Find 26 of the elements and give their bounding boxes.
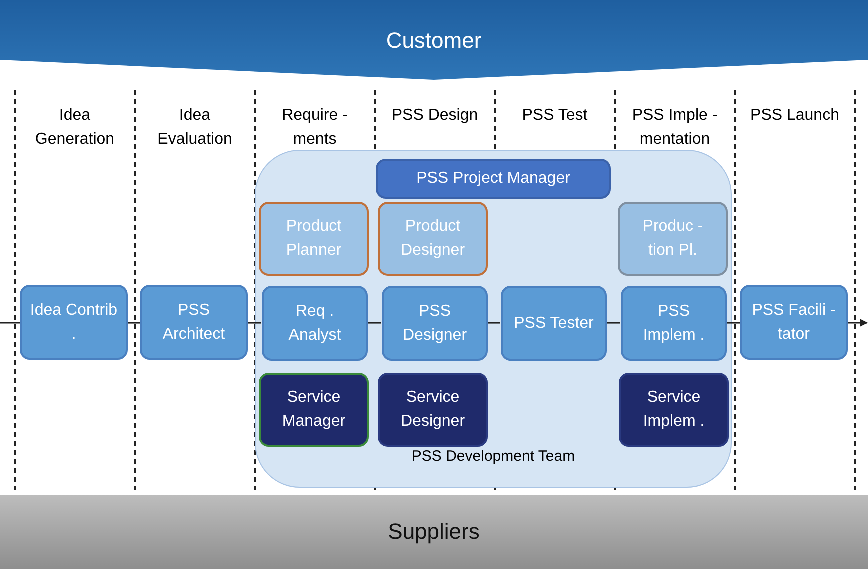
phase-heading: PSS Imple - mentation	[631, 106, 719, 150]
phase-heading: PSS Design	[390, 106, 480, 126]
phase-heading: Idea Generation	[34, 106, 116, 150]
role-box: PSS Implem .	[621, 286, 727, 361]
role-box: Service Designer	[378, 373, 488, 447]
team-label: PSS Development Team	[412, 448, 576, 465]
phase-heading: PSS Test	[521, 106, 589, 126]
role-box: Product Designer	[378, 202, 488, 276]
role-box: Produc - tion Pl.	[618, 202, 728, 276]
role-box: Product Planner	[259, 202, 369, 276]
role-box: PSS Designer	[382, 286, 488, 361]
role-box: Service Implem .	[619, 373, 729, 447]
role-box: Req . Analyst	[262, 286, 368, 361]
phase-heading: PSS Launch	[750, 106, 840, 126]
phase-heading: Idea Evaluation	[156, 106, 234, 150]
role-box: Service Manager	[259, 373, 369, 447]
arrow	[848, 319, 868, 327]
customer-banner: Customer	[0, 0, 868, 80]
role-box: PSS Project Manager	[376, 159, 611, 199]
team-container	[255, 150, 732, 488]
role-box: PSS Facili - tator	[740, 285, 848, 360]
supplier-band: Suppliers	[0, 495, 868, 569]
role-box: PSS Architect	[140, 285, 248, 360]
role-box: PSS Tester	[501, 286, 607, 361]
role-box: Idea Contrib .	[20, 285, 128, 360]
phase-heading: Require - ments	[281, 106, 349, 150]
